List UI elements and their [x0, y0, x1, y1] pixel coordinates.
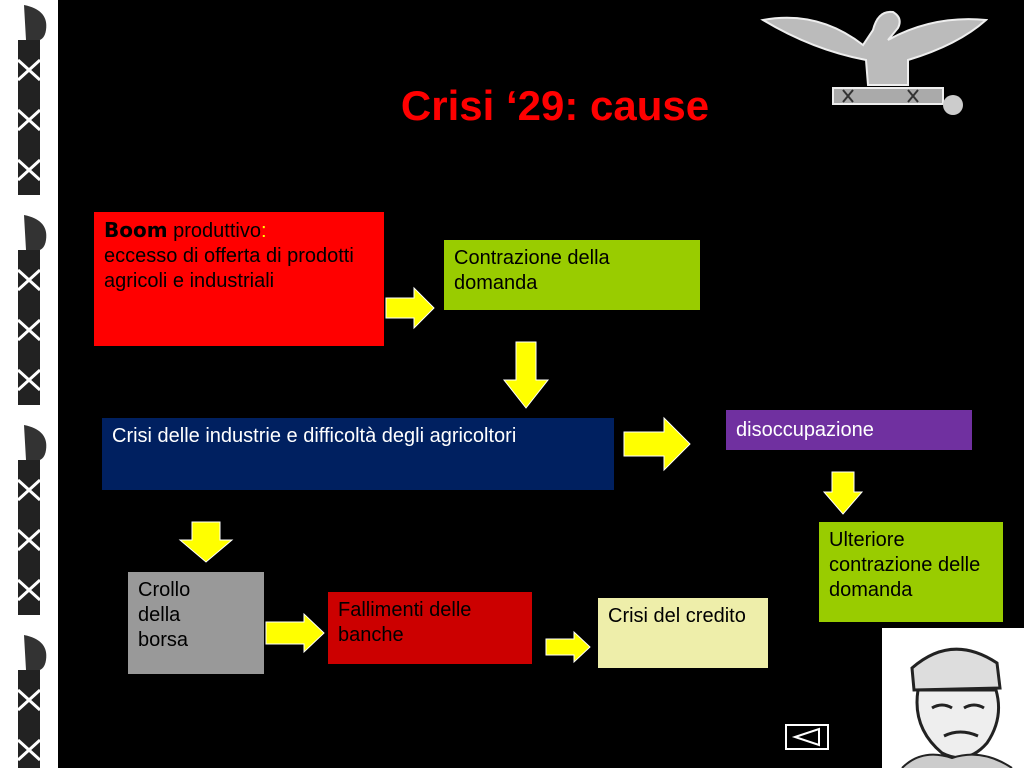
arrow-right-icon — [265, 612, 325, 654]
boom-box: Boom produttivo: eccesso di offerta di p… — [94, 212, 384, 346]
ulteriore-label: Ulteriore contrazione delle domanda — [829, 529, 981, 601]
fasces-icon — [16, 635, 47, 768]
crollo-label: Crollo della borsa — [138, 579, 191, 651]
crisi-industrie-box: Crisi delle industrie e difficoltà degli… — [102, 418, 614, 490]
contrazione-label: Contrazione della domanda — [454, 247, 610, 294]
boom-colon: : — [260, 220, 267, 242]
fasces-icon — [16, 215, 47, 405]
slide-title: Crisi ‘29: cause — [400, 82, 710, 129]
arrow-down-icon — [178, 521, 234, 563]
fasces-border — [0, 0, 58, 768]
fallimenti-box: Fallimenti delle banche — [328, 592, 532, 664]
arrow-right-icon — [545, 630, 591, 664]
fasces-icon — [16, 5, 47, 195]
arrow-right-icon — [623, 416, 691, 472]
crisi-credito-label: Crisi del credito — [608, 605, 746, 627]
boom-bold-label: Boom — [104, 218, 168, 242]
disoccupazione-box: disoccupazione — [726, 410, 972, 450]
arrow-right-icon — [385, 286, 435, 330]
fallimenti-label: Fallimenti delle banche — [338, 599, 472, 646]
boom-rest-label: produttivo — [167, 220, 261, 242]
ulteriore-box: Ulteriore contrazione delle domanda — [819, 522, 1003, 622]
caricature-portrait-icon — [882, 628, 1024, 768]
crisi-industrie-label: Crisi delle industrie e difficoltà degli… — [112, 425, 517, 447]
fasces-icon — [16, 425, 47, 615]
back-button[interactable] — [785, 724, 829, 750]
disoccupazione-label: disoccupazione — [736, 419, 874, 441]
arrow-down-icon — [502, 341, 550, 409]
crisi-credito-box: Crisi del credito — [598, 598, 768, 668]
crollo-box: Crollo della borsa — [128, 572, 264, 674]
eagle-emblem-icon — [760, 10, 988, 115]
boom-description: eccesso di offerta di prodotti agricoli … — [104, 245, 354, 292]
contrazione-box: Contrazione della domanda — [444, 240, 700, 310]
arrow-down-icon — [822, 471, 864, 515]
back-triangle-icon — [791, 727, 820, 747]
